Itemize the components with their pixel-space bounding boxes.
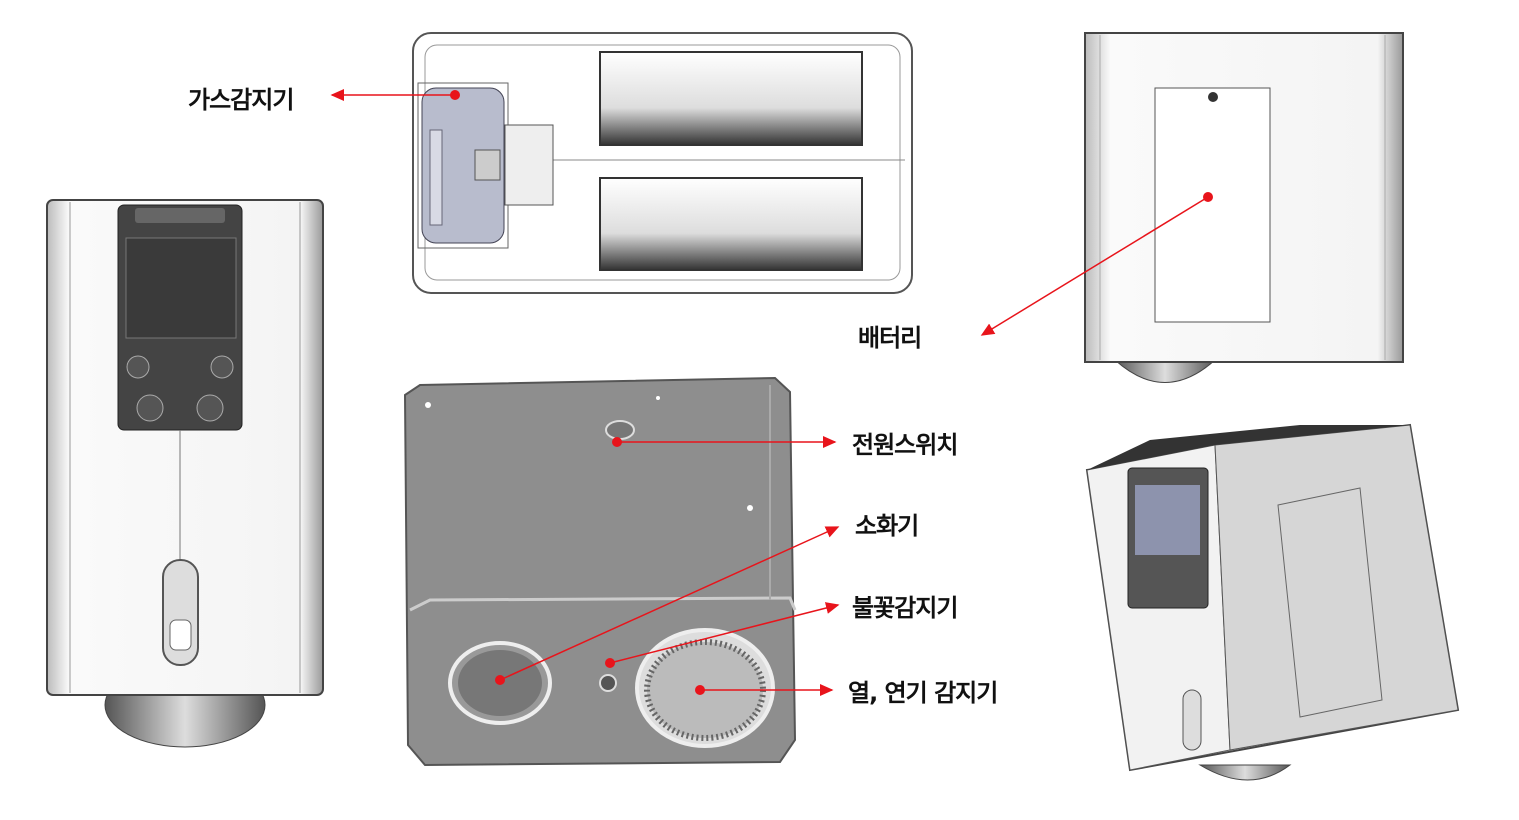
top-view: [412, 32, 913, 294]
power-switch-label: 전원스위치: [852, 431, 958, 459]
extinguisher-label: 소화기: [855, 512, 919, 540]
bottom-view: [403, 376, 797, 767]
battery-arrow: [980, 196, 1209, 336]
battery-label: 배터리: [858, 324, 922, 352]
extinguisher-arrow: [499, 526, 840, 681]
back-view: [1084, 32, 1404, 383]
front-view: [46, 199, 324, 748]
gas-sensor-label: 가스감지기: [188, 86, 294, 114]
annotation-arrows: [330, 89, 1213, 696]
isometric-view: [1085, 423, 1460, 781]
flame-sensor-label: 불꽃감지기: [852, 594, 958, 622]
heat-smoke-sensor-label: 열, 연기 감지기: [848, 679, 998, 707]
flame-sensor-arrow: [609, 602, 840, 664]
